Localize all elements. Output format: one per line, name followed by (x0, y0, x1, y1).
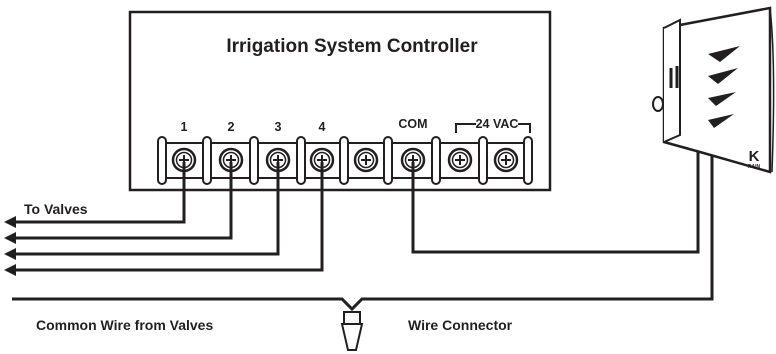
common-wire-label: Common Wire from Valves (36, 317, 213, 333)
terminal-separator (431, 136, 441, 185)
wire-connector (340, 311, 364, 351)
vent-slot (708, 92, 736, 106)
arrow-valve-1 (4, 216, 16, 228)
wire-valve-4 (12, 162, 324, 272)
terminal-label-2: 2 (228, 120, 235, 134)
brand-letter: K (749, 148, 760, 165)
terminal-label-com: COM (398, 117, 427, 131)
power-bracket (455, 123, 531, 133)
transformer: K RAIN (652, 6, 775, 174)
terminal-label-4: 4 (319, 120, 326, 134)
terminal-separator (157, 136, 167, 185)
valve-arrows (4, 216, 16, 276)
vent-lines (669, 66, 679, 88)
vent-slots (708, 46, 740, 128)
power-label: 24 VAC (476, 117, 519, 131)
terminal-separator (296, 136, 306, 185)
to-valves-label: To Valves (24, 201, 88, 217)
terminal-label-1: 1 (181, 120, 188, 134)
vent-slot (708, 68, 738, 84)
wire-valve-2 (12, 162, 233, 240)
wire-valve-3 (12, 162, 280, 256)
arrow-valve-4 (4, 264, 16, 276)
controller-title: Irrigation System Controller (226, 36, 478, 57)
terminal-separator (478, 136, 488, 185)
wire-common (12, 155, 714, 312)
terminal-label-3: 3 (275, 120, 282, 134)
wire-com (411, 150, 700, 254)
arrow-valve-2 (4, 232, 16, 244)
connector-body (340, 323, 364, 351)
connector-cap (343, 311, 361, 325)
transformer-corner (769, 7, 775, 173)
terminal-separator (202, 136, 212, 185)
terminal-separator (523, 136, 533, 185)
terminal-separator (383, 136, 393, 185)
vent-slot (708, 46, 740, 62)
terminal-strip (157, 136, 533, 185)
terminal-separator (339, 136, 349, 185)
arrow-valve-3 (4, 248, 16, 260)
wire-valve-1 (12, 162, 186, 224)
terminal-separator (249, 136, 259, 185)
brand-word: RAIN (748, 164, 761, 170)
valve-wires (12, 150, 714, 312)
transformer-knob (652, 96, 664, 112)
wire-connector-label: Wire Connector (408, 317, 513, 333)
vent-slot (708, 114, 734, 128)
